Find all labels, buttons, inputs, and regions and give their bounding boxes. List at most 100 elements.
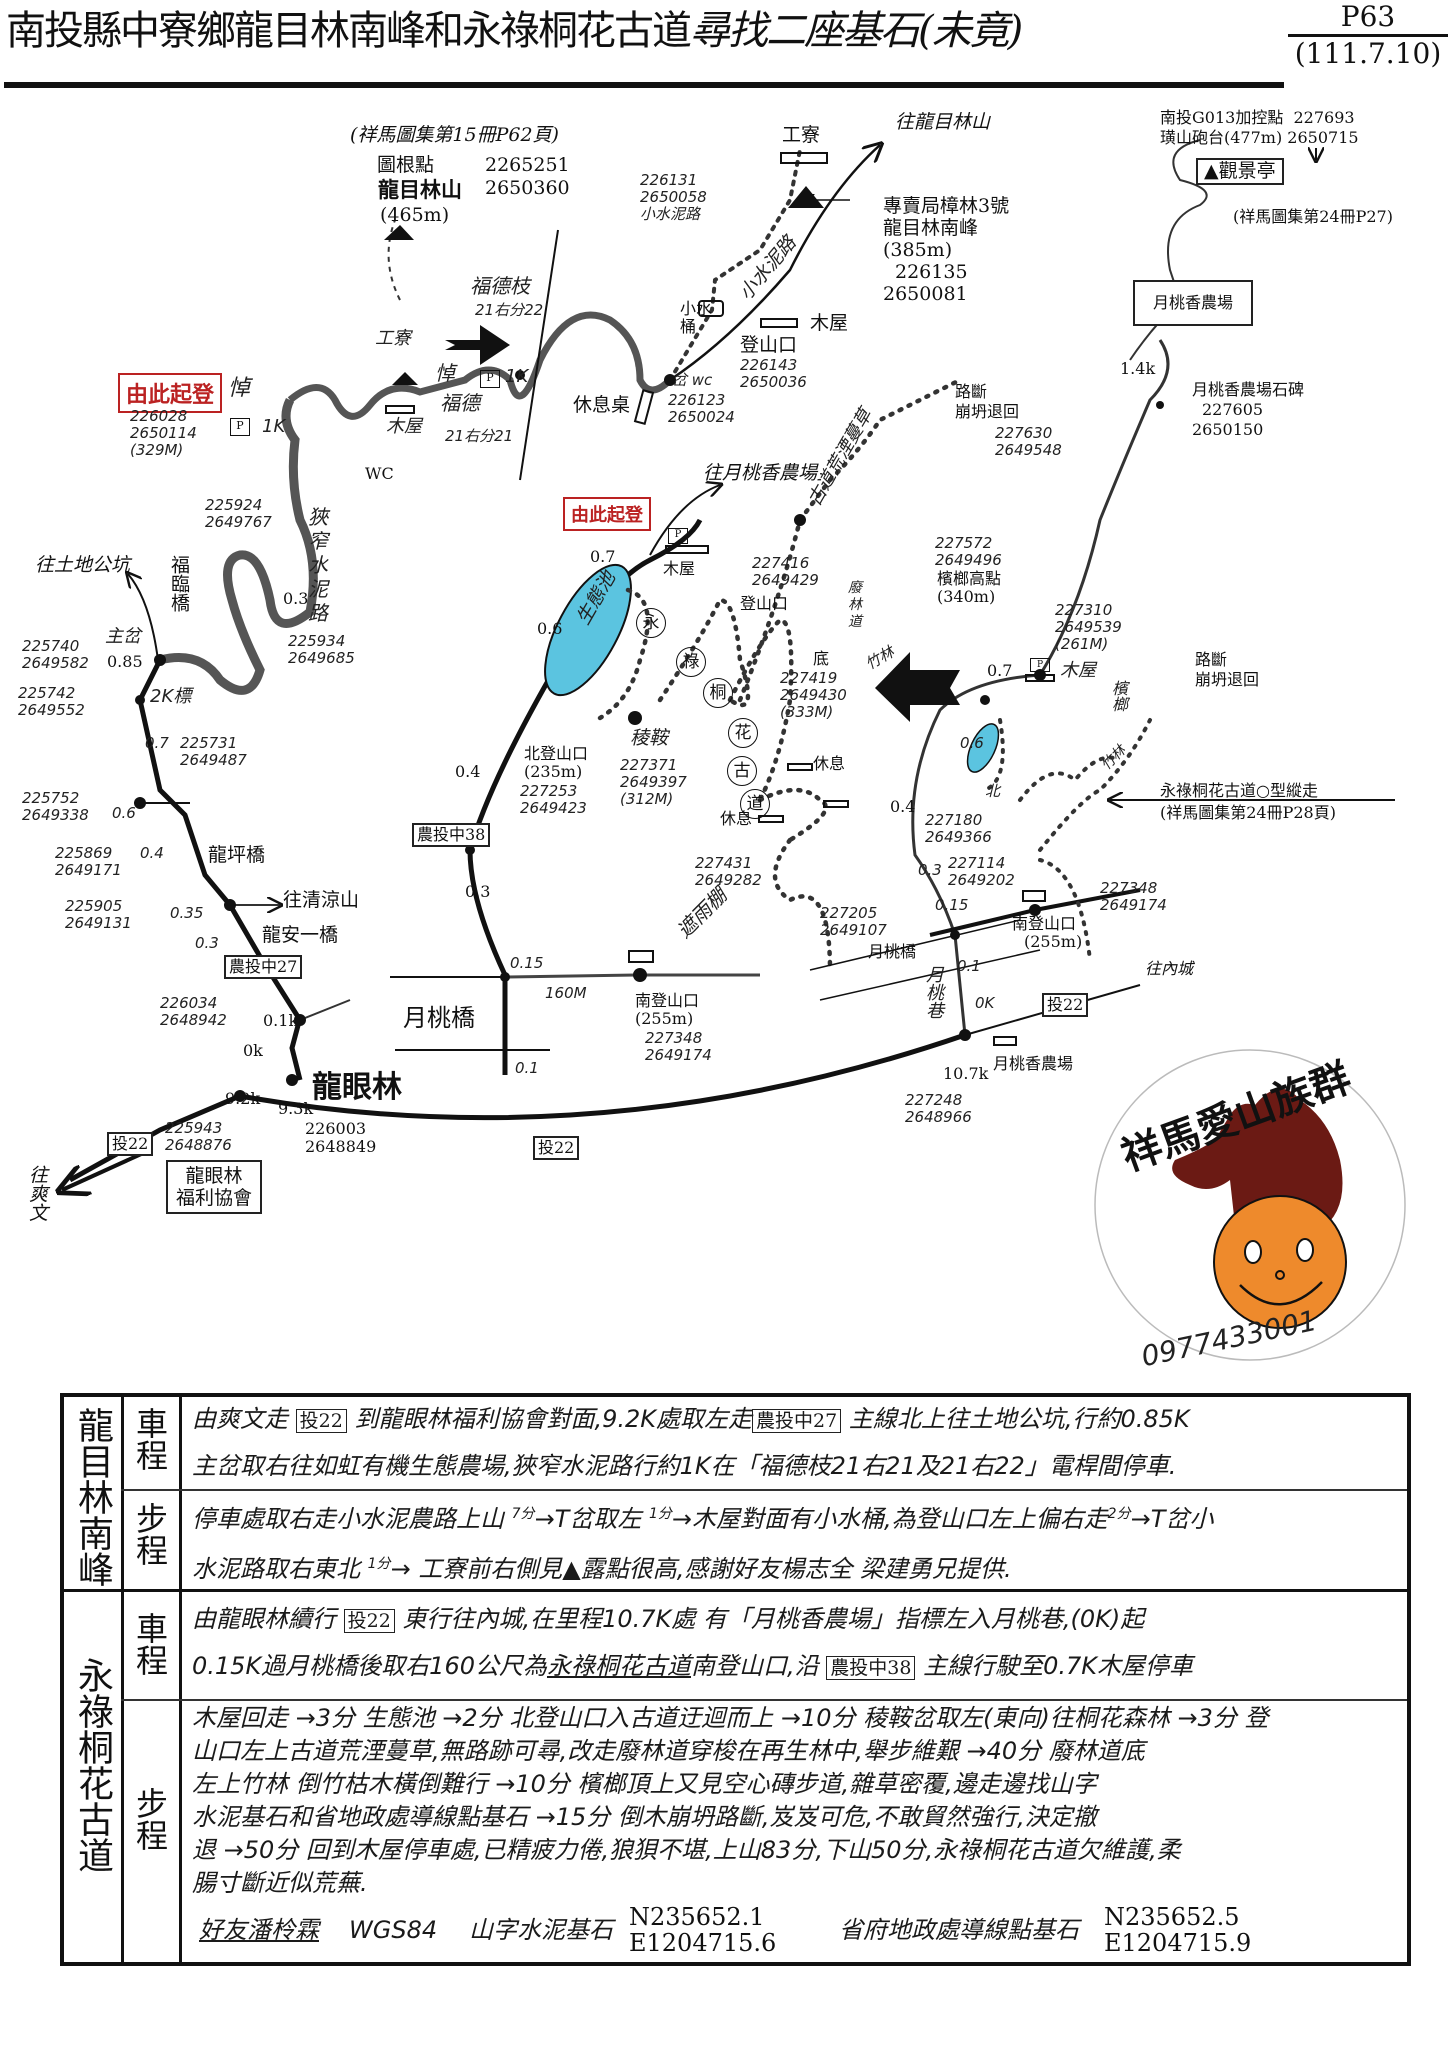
south-trailhead-east-coord: 227348 2649174 [1100, 880, 1167, 914]
pavilion-triangle-icon: ▲ [1204, 160, 1219, 182]
road-27-sign: 農投中27 [224, 955, 303, 979]
pavilion-box: ▲觀景亭 [1196, 158, 1284, 185]
benchmark-row: 好友潘柃霖 WGS84 山字水泥基石 N235652.1 E1204715.6 … [199, 1902, 1399, 1958]
section2-walk-label: 步程 [131, 1787, 169, 1851]
to-neicheng-label: 往內城 [1145, 959, 1194, 978]
section1-name: 龍目林南峰 [72, 1407, 113, 1587]
s2-drive-2c: 主線行駛至0.7K木屋停車 [923, 1652, 1193, 1680]
farm-box: 月桃香農場 [1133, 280, 1254, 326]
farm-stone-n: 2650150 [1192, 420, 1264, 439]
assoc-line-1: 龍眼林 [185, 1165, 243, 1187]
parking-icon-north: P [480, 370, 500, 388]
betel-elev: (340m) [937, 587, 996, 606]
small-road-label: 小水泥路 [640, 205, 701, 223]
dist-04-center: 0.4 [455, 762, 481, 781]
row-divider-1 [121, 1489, 1407, 1491]
lookout-label-1: 南投G013加控點 [1160, 108, 1284, 127]
parking-icon-center: P [668, 528, 688, 544]
marker-2k: 2K標 [150, 686, 192, 707]
s2-walk-line-6: 腸寸斷近似荒蕪. [192, 1869, 368, 1897]
coord-e: 227630 [995, 424, 1053, 442]
s2-road-box-2: 農投中38 [826, 1656, 916, 1680]
fude-pole-bottom-no: 21右分21 [445, 427, 514, 445]
parking-icon-east: P [1030, 658, 1050, 672]
farm-sign-label: 月桃香農場 [993, 1054, 1074, 1073]
s1-time-2: 1分 [648, 1506, 672, 1522]
s1-drive-1b: 到龍眼林福利協會對面,9.2K處取左走 [354, 1405, 753, 1433]
section2-drive-text: 由龍眼林續行 投22 東行往內城,在里程10.7K處 有「月桃香農場」指標左入月… [192, 1597, 1397, 1691]
pt-225742-block: 225742 2649552 [18, 685, 85, 719]
road-broken-1a: 路斷 [955, 382, 988, 401]
dist-14k: 1.4k [1120, 359, 1156, 378]
south-trailhead-east-block: 南登山口 (255m) [1012, 915, 1082, 951]
pt-225731-block: 225731 2649487 [180, 735, 247, 769]
start-here-west: 由此起登 [118, 373, 223, 413]
pt-225752-block: 225752 2649338 [22, 790, 89, 824]
club-logo [1094, 1049, 1406, 1361]
pond-center [544, 563, 632, 697]
loop-note-block: 永祿桐花古道○型縱走 (祥馬圖集第24冊P28頁) [1160, 780, 1336, 824]
main-fork-label: 主岔 [105, 626, 141, 647]
direction-arrow-left [875, 652, 960, 722]
coord-n: 2649366 [925, 828, 992, 846]
wood-house-east-icon [1025, 674, 1055, 682]
s1-road-box-2: 農投中27 [752, 1409, 842, 1433]
marker2-n: N235652.5 [1104, 1903, 1240, 1931]
pt-226003-block: 226003 2648849 [305, 1120, 376, 1156]
dist-01k: 0.1k [263, 1011, 299, 1030]
ref-note-15-62: (祥馬圖集第15冊P62頁) [350, 124, 559, 146]
dist-06-center: 0.6 [537, 619, 563, 638]
coord-n: 2649174 [645, 1046, 712, 1064]
dashed-trail-to-peak [387, 219, 401, 301]
marker1-coords: N235652.1 E1204715.6 [629, 1904, 776, 1956]
s1-time-4: 1分 [367, 1556, 391, 1572]
wood-house-east-label: 木屋 [1060, 660, 1096, 681]
elev: (312M) [620, 790, 674, 808]
junction-coord: 226123 2650024 [668, 392, 735, 426]
title-main: 南投縣中寮鄉龍目林南峰和永祿桐花古道 [6, 8, 692, 54]
abandoned-road-label: 廢林道 [848, 580, 862, 630]
marker2-e: E1204715.9 [1104, 1929, 1252, 1957]
work-hut-icon [780, 152, 828, 164]
direction-arrow-right [445, 325, 510, 365]
pt-225740-block: 225740 2649582 [22, 638, 89, 672]
coord-e: 226003 [305, 1119, 367, 1138]
trailhead-label: 登山口 [740, 334, 798, 356]
page-number: P63 [1288, 0, 1448, 37]
south-elev: (255m) [635, 1009, 694, 1028]
wood-house-center-icon [665, 545, 709, 554]
pole-line [519, 229, 559, 481]
rest-table-label: 休息桌 [573, 394, 631, 416]
page-date: (111.7.10) [1294, 37, 1442, 70]
summit-elev: (385m) [883, 239, 953, 261]
trail-loop-center [597, 377, 963, 973]
dist-93k: 9.3k [278, 1099, 314, 1118]
narrow-road-label: 狹窄水泥路 [308, 505, 328, 625]
dist-07-east: 0.7 [987, 661, 1013, 680]
summit-triangle-southpeak [788, 186, 824, 208]
fulin-bridge-label: 福臨橋 [168, 555, 190, 612]
start-coord-west: 226028 2650114 (329M) [130, 408, 197, 459]
south-trailhead-sign-icon [628, 950, 654, 963]
route-description-table: 龍目林南峰 車程 步程 由爽文走 投22 到龍眼林福利協會對面,9.2K處取左走… [60, 1393, 1411, 1966]
s1-walk-1b: T岔取左 [554, 1505, 642, 1533]
rest-2-icon [758, 815, 784, 823]
section2-name: 永祿桐花古道 [72, 1657, 113, 1873]
wood-house-center-label: 木屋 [663, 559, 696, 578]
page-title: 南投縣中寮鄉龍目林南峰和永祿桐花古道尋找二座基石(未竟) [6, 2, 1023, 60]
coord-e: 225905 [65, 897, 123, 915]
coord-e: 225752 [22, 789, 80, 807]
water-bucket-label: 小水桶 [680, 299, 713, 336]
s1-walk-2b: 工寮前右側見▲露點很高,感謝好友楊志全 梁建勇兄提供. [418, 1555, 1012, 1583]
section1-walk-text: 停車處取右走小水泥農路上山 7分→T岔取左 1分→木屋對面有小水桶,為登山口左上… [192, 1505, 1214, 1583]
bridge-line-2 [809, 919, 1041, 1001]
wc-label: WC [365, 464, 394, 483]
section1-walk-label: 步程 [131, 1502, 169, 1566]
coord-n: 2650036 [740, 373, 807, 391]
s2-drive-1b: 東行往內城,在里程10.7K處 有「月桃香農場」指標左入月桃巷,(0K)起 [402, 1605, 1145, 1633]
road-22-sign-center: 投22 [533, 1136, 580, 1160]
coord-n: 2649202 [948, 871, 1015, 889]
coord-e: 227416 [752, 554, 810, 572]
to-longmulin-label: 往龍目林山 [895, 111, 991, 133]
section1-drive-label: 車程 [131, 1407, 169, 1471]
